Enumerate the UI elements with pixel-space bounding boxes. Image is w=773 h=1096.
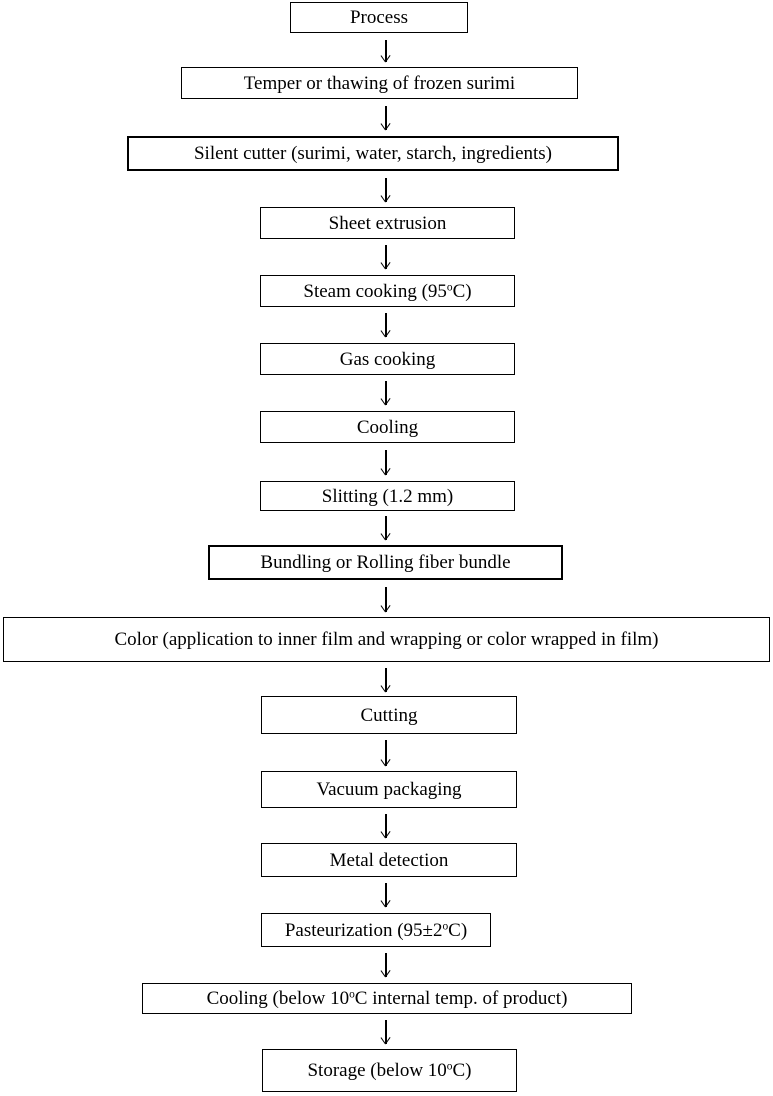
step-steam-cooking: Steam cooking (95oC) [260, 275, 515, 307]
step-label: Vacuum packaging [316, 779, 462, 800]
step-label: Cooling [356, 416, 419, 438]
step-slitting: Slitting (1.2 mm) [260, 481, 515, 511]
step-label: Gas cooking [339, 348, 436, 370]
step-label: Process [349, 7, 409, 28]
step-cooling: Cooling [260, 411, 515, 443]
arrow-down [379, 450, 393, 476]
arrow-down [379, 245, 393, 270]
step-sheet-extrusion: Sheet extrusion [260, 207, 515, 239]
arrow-down [379, 953, 393, 978]
arrow-down [379, 40, 393, 63]
step-vacuum-packaging: Vacuum packaging [261, 771, 517, 808]
step-storage: Storage (below 10oC) [262, 1049, 517, 1092]
step-label: Silent cutter (surimi, water, starch, in… [193, 143, 553, 164]
step-color: Color (application to inner film and wra… [3, 617, 770, 662]
step-pasteurization: Pasteurization (95±2oC) [261, 913, 491, 947]
arrow-down [379, 106, 393, 131]
arrow-down [379, 178, 393, 203]
step-label: Steam cooking (95oC) [303, 280, 472, 302]
arrow-down [379, 516, 393, 541]
step-label: Cutting [360, 704, 418, 726]
arrow-down [379, 381, 393, 406]
arrow-down [379, 814, 393, 839]
step-metal-detection: Metal detection [261, 843, 517, 877]
step-label: Pasteurization (95±2oC) [284, 919, 468, 941]
step-cutting: Cutting [261, 696, 517, 734]
step-temper-thawing: Temper or thawing of frozen surimi [181, 67, 578, 99]
step-label: Temper or thawing of frozen surimi [243, 72, 516, 94]
step-label: Bundling or Rolling fiber bundle [260, 552, 511, 573]
step-label: Slitting (1.2 mm) [321, 485, 454, 507]
arrow-down [379, 587, 393, 613]
step-bundling: Bundling or Rolling fiber bundle [208, 545, 563, 580]
step-gas-cooking: Gas cooking [260, 343, 515, 375]
step-silent-cutter: Silent cutter (surimi, water, starch, in… [127, 136, 619, 171]
arrow-down [379, 1020, 393, 1045]
arrow-down [379, 668, 393, 693]
step-label: Storage (below 10oC) [307, 1060, 472, 1081]
step-label: Sheet extrusion [328, 212, 447, 234]
arrow-down [379, 313, 393, 338]
arrow-down [379, 883, 393, 908]
arrow-down [379, 740, 393, 767]
step-cooling-below-10: Cooling (below 10oC internal temp. of pr… [142, 983, 632, 1014]
step-process: Process [290, 2, 468, 33]
step-label: Cooling (below 10oC internal temp. of pr… [206, 988, 568, 1009]
step-label: Color (application to inner film and wra… [114, 629, 659, 650]
step-label: Metal detection [329, 849, 449, 871]
